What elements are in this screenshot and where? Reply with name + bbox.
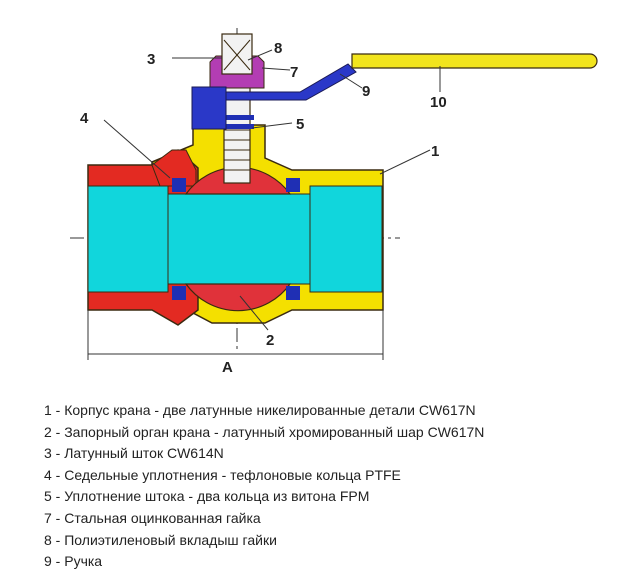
seat-seal-bottom-left <box>172 286 186 300</box>
stem-seal-ring-1 <box>220 115 254 120</box>
legend-item: 5 - Уплотнение штока - два кольца из вит… <box>44 488 370 505</box>
ball-bottom <box>184 283 292 312</box>
leader-9 <box>339 73 363 89</box>
legend-item: 3 - Латунный шток CW614N <box>44 445 224 462</box>
legend-item: 4 - Седельные уплотнения - тефлоновые ко… <box>44 466 401 483</box>
legend-item: 9 - Ручка <box>44 553 103 570</box>
seat-seal-top-left <box>172 178 186 192</box>
callout-5: 5 <box>296 116 304 133</box>
lever-hub <box>191 86 227 130</box>
leader-7 <box>261 67 291 71</box>
leader-8 <box>247 49 273 61</box>
stem-seal-ring-2 <box>220 124 254 129</box>
lever-arm <box>225 63 357 101</box>
legend-item: 8 - Полиэтиленовый вкладыш гайки <box>44 531 277 548</box>
callout-3: 3 <box>147 51 155 68</box>
center-bore <box>167 193 311 285</box>
callout-7: 7 <box>290 64 298 81</box>
legend-item: 2 - Запорный орган крана - латунный хром… <box>44 423 485 440</box>
left-bore <box>87 185 169 293</box>
legend-item: 7 - Стальная оцинкованная гайка <box>44 509 261 526</box>
nut-insert-cross-2 <box>223 39 251 71</box>
nut-insert <box>221 33 253 75</box>
leader-4 <box>103 119 171 179</box>
leader-2 <box>239 295 269 331</box>
leader-5 <box>251 122 293 129</box>
right-bore <box>309 185 383 293</box>
seat-seal-top-right <box>286 178 300 192</box>
callout-2: 2 <box>266 332 274 349</box>
legend-item: 1 - Корпус крана - две латунные никелиро… <box>44 402 476 418</box>
seat-seal-bottom-right <box>286 286 300 300</box>
dimension-label-a: A <box>222 359 233 376</box>
callout-8: 8 <box>274 40 282 57</box>
handle-grip <box>351 53 598 69</box>
callout-10: 10 <box>430 94 447 111</box>
leader-1 <box>379 149 431 175</box>
callout-1: 1 <box>431 143 439 160</box>
callout-9: 9 <box>362 83 370 100</box>
parts-legend: 1 - Корпус крана - две латунные никелиро… <box>44 400 484 573</box>
ball-valve-cross-section-diagram: A 1 2 3 4 5 7 8 9 10 <box>70 28 598 376</box>
callout-4: 4 <box>80 110 89 127</box>
